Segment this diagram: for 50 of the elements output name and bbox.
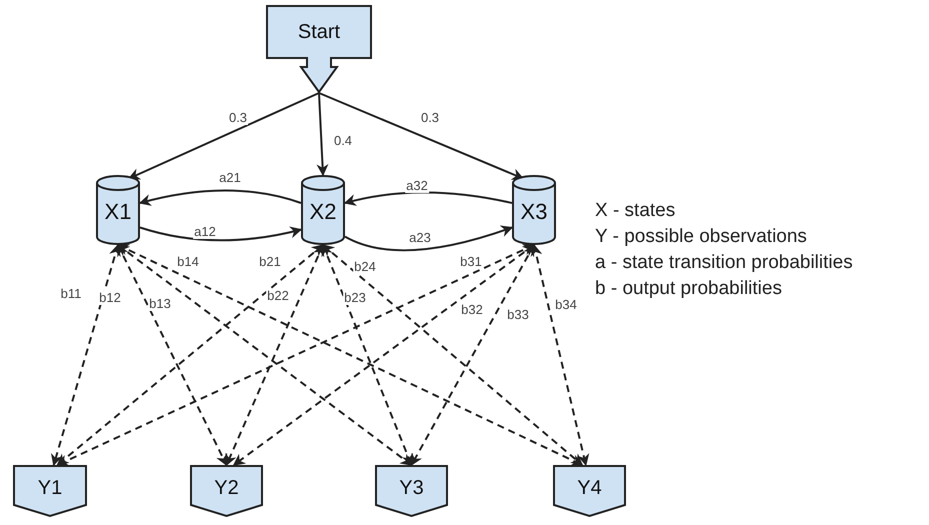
- node-label: Y4: [577, 476, 602, 500]
- node-label: X3: [520, 199, 548, 225]
- node-label: Y3: [399, 476, 424, 500]
- observation-box: [190, 465, 263, 517]
- legend-text: b - output probabilities: [595, 278, 783, 299]
- edge-label: a23: [408, 231, 432, 245]
- node-label: X2: [310, 199, 336, 225]
- observation-box: [553, 465, 626, 517]
- start-box: [266, 5, 372, 93]
- edge-label: 0.3: [228, 111, 248, 125]
- edge-label: b23: [343, 291, 367, 305]
- edge-label: a32: [405, 179, 429, 193]
- arrow: [140, 226, 302, 242]
- observation-box: [13, 465, 87, 517]
- legend-text: Y - possible observations: [595, 226, 808, 247]
- legend-text: X - states: [595, 200, 676, 221]
- arrow: [344, 192, 512, 206]
- state-cylinder: [301, 175, 345, 245]
- edge-label: b12: [98, 291, 122, 305]
- arrow: [316, 92, 328, 176]
- edge-label: b21: [258, 255, 282, 269]
- edge-label: b32: [460, 303, 484, 317]
- node-label: Y1: [38, 476, 62, 500]
- legend-text: a - state transition probabilities: [595, 252, 853, 273]
- edge-label: b34: [554, 298, 578, 312]
- edge-label: a21: [218, 171, 242, 185]
- edge-label: b11: [60, 287, 82, 301]
- state-cylinder: [512, 175, 556, 245]
- observation-box: [375, 465, 448, 517]
- dashed-arrow: [530, 244, 590, 466]
- node-label: Start: [298, 20, 340, 44]
- edge-label: b14: [176, 255, 200, 269]
- dashed-arrow: [56, 244, 324, 466]
- dashed-arrow: [322, 244, 584, 466]
- edge-label: 0.4: [332, 134, 354, 148]
- state-cylinder: [96, 175, 140, 245]
- arrow: [318, 92, 524, 180]
- node-label: X1: [104, 199, 132, 225]
- arrow: [344, 225, 514, 252]
- edge-label: b33: [506, 308, 530, 322]
- edge-label: b24: [353, 260, 377, 274]
- node-label: Y2: [214, 476, 239, 500]
- edge-label: b31: [459, 255, 483, 269]
- edge-label: a12: [193, 225, 217, 239]
- edge-label: 0.3: [420, 111, 440, 125]
- arrow: [128, 92, 320, 180]
- arrow: [138, 190, 302, 206]
- edge-label: b13: [148, 297, 172, 311]
- edge-label: b22: [266, 289, 290, 303]
- dashed-arrow: [50, 244, 121, 466]
